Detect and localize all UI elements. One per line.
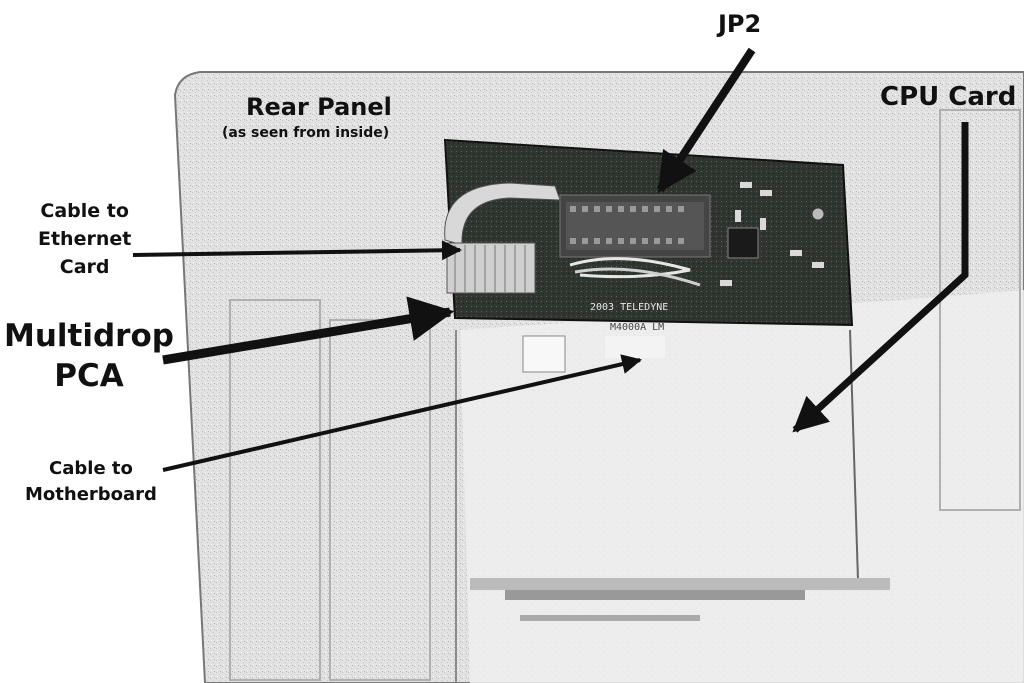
label-multidrop-line1: Multidrop	[4, 316, 174, 356]
label-ethernet-line1: Cable to	[38, 197, 131, 225]
label-ethernet-line2: Ethernet	[38, 225, 131, 253]
label-motherboard-line2: Motherboard	[25, 482, 157, 508]
label-rear-panel-sub: (as seen from inside)	[222, 125, 389, 141]
label-cpu-card: CPU Card	[880, 82, 1016, 112]
label-ethernet-line3: Card	[38, 253, 131, 281]
multidrop-pcb: 2003 TELEDYNE M4000A LM	[445, 140, 852, 333]
label-multidrop-pca: Multidrop PCA	[4, 316, 174, 396]
label-rear-panel: Rear Panel	[246, 93, 392, 121]
label-ethernet-cable: Cable to Ethernet Card	[38, 197, 131, 281]
label-jp2: JP2	[718, 10, 761, 38]
pcb-silkscreen-brand: 2003 TELEDYNE	[590, 302, 668, 313]
label-motherboard-line1: Cable to	[25, 456, 157, 482]
pcb-part-label: M4000A LM	[610, 322, 664, 333]
label-multidrop-line2: PCA	[4, 356, 174, 396]
label-motherboard-cable: Cable to Motherboard	[25, 456, 157, 508]
